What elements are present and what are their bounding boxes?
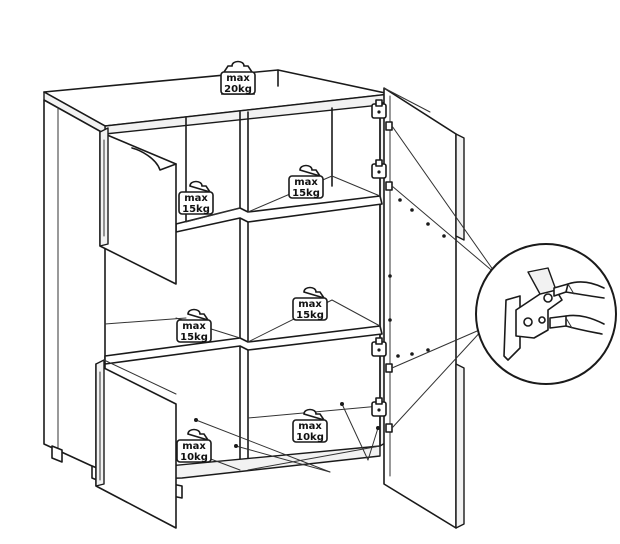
hinges — [371, 99, 393, 433]
weight-label-line1: max — [182, 441, 206, 452]
weight-label-line1: max — [226, 73, 250, 84]
weight-badge-right-bottom: max 10kg — [292, 408, 328, 443]
weight-label-line1: max — [182, 321, 206, 332]
weight-label-line1: max — [184, 193, 208, 204]
pointer-lines — [194, 125, 497, 473]
hinge-bottom-1 — [371, 337, 387, 357]
weight-label-line2: 15kg — [292, 188, 320, 199]
weight-badge-left-upper: max 15kg — [178, 180, 214, 215]
weight-label-line2: 20kg — [224, 84, 252, 95]
weight-label-line2: 15kg — [180, 332, 208, 343]
cabinet-body — [43, 69, 391, 499]
weight-label-line2: 10kg — [296, 432, 324, 443]
weight-label-line1: max — [298, 421, 322, 432]
left-front-panels — [95, 127, 177, 529]
weight-label-line2: 10kg — [180, 452, 208, 463]
weight-badge-left-bottom: max 10kg — [176, 428, 212, 463]
weight-label-line1: max — [294, 177, 318, 188]
weight-label-line2: 15kg — [296, 310, 324, 321]
weight-label-line1: max — [298, 299, 322, 310]
hinge-top-2 — [371, 159, 387, 179]
hinge-top-1 — [371, 99, 387, 119]
weight-label-line2: 15kg — [182, 204, 210, 215]
hinge-bottom-2 — [371, 397, 387, 417]
weight-badge-top: max 20kg — [220, 60, 256, 95]
right-door — [383, 87, 465, 529]
hinge-detail-callout — [475, 243, 617, 385]
weight-badge-right-middle: max 15kg — [292, 286, 328, 321]
weight-badge-left-middle: max 15kg — [176, 308, 212, 343]
weight-badge-right-upper: max 15kg — [288, 164, 324, 199]
